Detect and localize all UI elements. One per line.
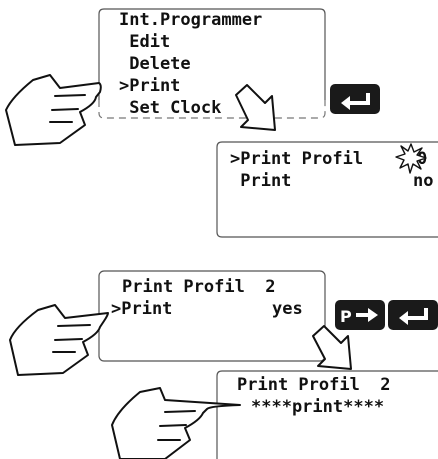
menu-title: Int.Programmer: [119, 10, 262, 30]
print-profile-title: Print Profil 2: [122, 277, 276, 297]
pointing-hand-icon: [111, 387, 241, 459]
printing-title: Print Profil 2: [237, 375, 391, 395]
menu-item-edit: Edit: [119, 32, 170, 52]
down-arrow-icon: [235, 84, 276, 131]
printing-status: ****print****: [251, 397, 384, 417]
menu-item-delete: Delete: [119, 54, 191, 74]
pointing-hand-icon: [9, 304, 109, 376]
pointing-hand-icon: [5, 74, 102, 146]
lcd-screen-print-profile: >Print Profil 0 Print no: [216, 141, 438, 238]
blink-star-icon: [395, 143, 427, 174]
print-value-yes: yes: [272, 299, 303, 319]
print-value: no: [413, 171, 433, 191]
p-arrow-key-icon: P: [335, 300, 385, 330]
enter-key-icon: [330, 84, 380, 114]
menu-item-print-selected: >Print: [119, 76, 180, 96]
print-profile-label: >Print Profil: [230, 149, 363, 169]
enter-key-icon: [388, 300, 438, 330]
p-key-label: P: [340, 307, 352, 326]
print-label-selected: >Print: [111, 299, 172, 319]
down-arrow-icon: [312, 325, 352, 370]
lcd-screen-print-yes: Print Profil 2 >Print yes: [98, 270, 326, 362]
lcd-screen-printing: Print Profil 2 ****print****: [216, 370, 438, 459]
menu-item-set-clock: Set Clock: [119, 98, 221, 118]
lcd-screen-menu: Int.Programmer Edit Delete >Print Set Cl…: [98, 8, 326, 119]
print-label: Print: [230, 171, 291, 191]
